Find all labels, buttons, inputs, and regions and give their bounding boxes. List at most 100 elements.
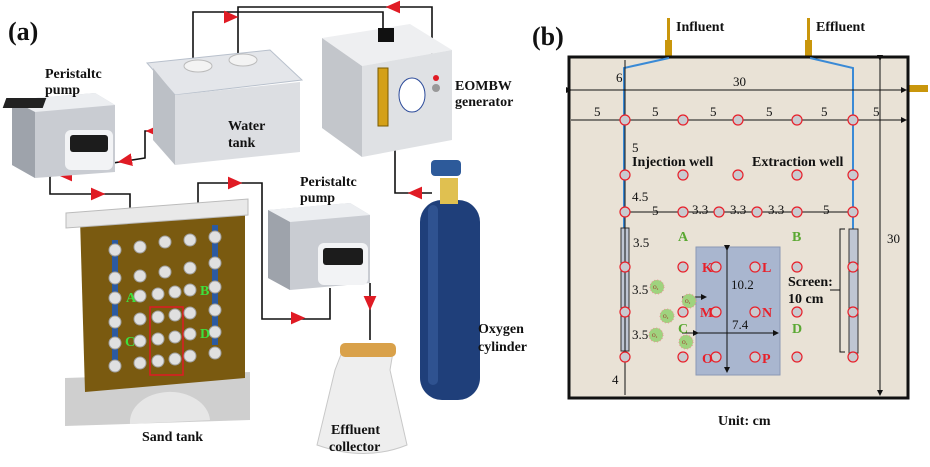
sampling-point xyxy=(751,206,763,218)
point-o: O xyxy=(702,352,713,367)
water-tank-label-2: tank xyxy=(228,136,255,151)
sand-tank-port xyxy=(151,332,165,346)
oxygen-bubbles: O₂ O₂ O₂ O₂ O₂ xyxy=(648,279,697,350)
panel-a-label: (a) xyxy=(8,17,38,46)
sand-tank-label: Sand tank xyxy=(142,430,203,445)
sand-tank-port xyxy=(168,308,182,322)
sand-tank-port xyxy=(183,283,197,297)
dim-row3-2: 3.3 xyxy=(692,202,708,217)
sand-tank-port xyxy=(108,271,122,285)
sampling-point xyxy=(749,261,761,273)
sampling-point xyxy=(619,351,631,363)
eombw-generator xyxy=(322,24,452,157)
dim-width: 30 xyxy=(733,74,746,89)
sand-tank-port xyxy=(108,243,122,257)
sand-tank-port xyxy=(183,233,197,247)
sand-tank-port xyxy=(108,336,122,350)
o2-bubble-label: O₂ xyxy=(653,286,659,291)
o2-bubble-label: O₂ xyxy=(685,300,691,305)
sampling-points xyxy=(619,114,859,363)
sampling-point xyxy=(791,114,803,126)
influent-port xyxy=(665,18,672,58)
dim-row3-3: 3.3 xyxy=(730,202,746,217)
dim-row1-5: 5 xyxy=(821,104,828,119)
peristaltic-pump-left xyxy=(2,93,115,178)
point-n: N xyxy=(762,306,772,321)
dim-row1-4: 5 xyxy=(766,104,773,119)
sand-point-c: C xyxy=(125,335,135,350)
sand-tank-port xyxy=(168,330,182,344)
o2-bubble-icon xyxy=(681,293,697,309)
sampling-point xyxy=(791,351,803,363)
o2-bubble-label: O₂ xyxy=(652,334,658,339)
sampling-point xyxy=(710,306,722,318)
pump-left-label-1: Peristaltc xyxy=(45,67,102,82)
dim-row1-2: 5 xyxy=(652,104,659,119)
point-k: K xyxy=(702,261,713,276)
dim-screen-2: 3.5 xyxy=(632,282,648,297)
sampling-point xyxy=(619,114,631,126)
sand-tank-port xyxy=(158,235,172,249)
peristaltic-pump-right xyxy=(268,203,370,290)
dim-row3-5: 5 xyxy=(823,202,830,217)
water-tank-label-1: Water xyxy=(228,119,265,134)
injection-well-label: Injection well xyxy=(632,155,713,170)
o2-bubble-icon xyxy=(649,279,665,295)
dim-top: 6 xyxy=(616,70,623,85)
point-a: A xyxy=(678,230,689,245)
effluent-collector-flask xyxy=(316,343,408,454)
sampling-point xyxy=(677,114,689,126)
dim-row1-1: 5 xyxy=(594,104,601,119)
oxygen-cylinder xyxy=(420,160,480,400)
dim-v1: 5 xyxy=(632,140,639,155)
pump-left-label-2: pump xyxy=(45,83,80,98)
sampling-point xyxy=(749,306,761,318)
oxygen-label-1: Oxygen xyxy=(478,322,524,337)
sampling-point xyxy=(619,169,631,181)
screen-label-2: 10 cm xyxy=(788,292,824,307)
sampling-point xyxy=(847,114,859,126)
sand-tank-port xyxy=(183,349,197,363)
sand-tank-port xyxy=(208,346,222,360)
dim-row1-3: 5 xyxy=(710,104,717,119)
dim-screen-1: 3.5 xyxy=(633,235,649,250)
water-tank xyxy=(145,49,304,165)
sand-tank-port xyxy=(158,265,172,279)
sand-tank-port xyxy=(208,303,222,317)
extraction-well-label: Extraction well xyxy=(752,155,843,170)
o2-bubble-label: O₂ xyxy=(663,315,669,320)
sand-point-b: B xyxy=(200,284,209,299)
dim-zone-height: 10.2 xyxy=(731,277,754,292)
sand-tank-port xyxy=(108,315,122,329)
sand-tank-port xyxy=(183,261,197,275)
sand-point-a: A xyxy=(126,291,137,306)
sand-tank-port xyxy=(151,310,165,324)
sand-tank-port xyxy=(208,280,222,294)
sampling-point xyxy=(749,351,761,363)
sand-tank-port xyxy=(151,354,165,368)
screen-label-1: Screen: xyxy=(788,275,833,290)
sand-tank-port xyxy=(133,289,147,303)
sampling-point xyxy=(619,261,631,273)
sand-tank-port xyxy=(183,306,197,320)
sampling-point xyxy=(847,169,859,181)
influent-label: Influent xyxy=(676,20,725,35)
reaction-zone xyxy=(695,246,781,376)
sampling-point xyxy=(732,114,744,126)
o2-bubble-label: O₂ xyxy=(682,341,688,346)
dim-bottom: 4 xyxy=(612,372,619,387)
sand-tank-port xyxy=(133,312,147,326)
point-l: L xyxy=(762,261,771,276)
dim-screen-3: 3.5 xyxy=(632,327,648,342)
sand-tank-port xyxy=(133,334,147,348)
collector-label-1: Effluent xyxy=(331,423,380,438)
sand-tank-ports xyxy=(108,230,222,373)
sand-tank-port xyxy=(208,256,222,270)
point-b: B xyxy=(792,230,801,245)
point-d: D xyxy=(792,322,802,337)
overflow-port xyxy=(908,85,928,92)
sampling-point xyxy=(677,261,689,273)
generator-label-2: generator xyxy=(455,95,513,110)
dim-v2: 4.5 xyxy=(632,189,648,204)
